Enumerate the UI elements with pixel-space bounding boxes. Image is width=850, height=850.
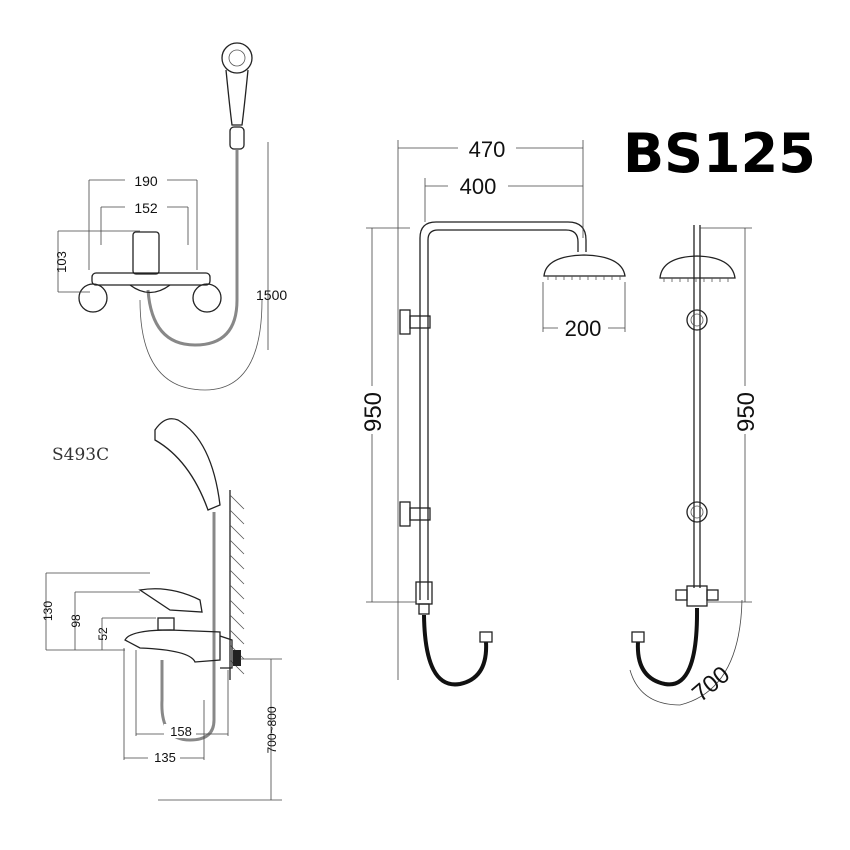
dim-400: 400 — [460, 174, 497, 199]
dim-158: 158 — [170, 724, 192, 739]
dim-700-800: 700~800 — [265, 706, 279, 753]
dim-1500: 1500 — [256, 287, 287, 303]
rain-shower-head — [543, 254, 626, 277]
mixer-side-view: 130 98 52 158 135 700~800 — [41, 418, 282, 801]
dim-700-hose: 700 — [687, 661, 735, 707]
dim-470: 470 — [469, 137, 506, 162]
shower-column-side-view: 950 700 — [629, 225, 760, 707]
model-label: S493C — [52, 445, 109, 465]
dim-52: 52 — [96, 627, 110, 641]
dim-130: 130 — [41, 601, 55, 621]
mixer-body — [91, 272, 211, 286]
hand-shower-icon — [221, 42, 253, 150]
dim-200: 200 — [565, 316, 602, 341]
dim-950-side: 950 — [733, 392, 760, 432]
hose — [422, 614, 489, 687]
mixer-front-view: 190 152 103 1500 — [54, 42, 287, 391]
dim-950-front: 950 — [360, 392, 387, 432]
dim-152: 152 — [134, 200, 158, 216]
product-title: BS125 — [623, 122, 816, 185]
dim-190: 190 — [134, 173, 158, 189]
dim-103: 103 — [54, 251, 69, 273]
shower-column-front-view: 470 400 200 950 — [360, 137, 626, 687]
dim-135: 135 — [154, 750, 176, 765]
dim-98: 98 — [69, 614, 83, 628]
hose — [146, 150, 239, 347]
